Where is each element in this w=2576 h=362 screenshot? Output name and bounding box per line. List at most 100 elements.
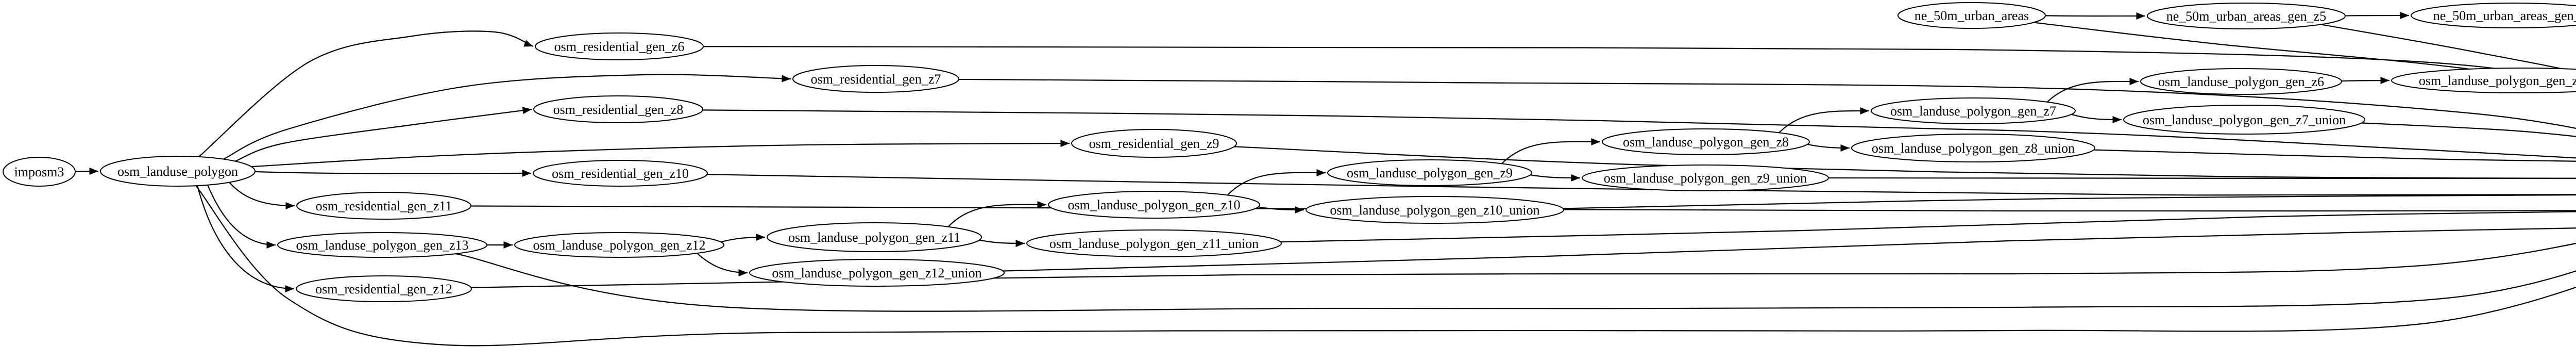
node-ellipse-osm_landuse_polygon_gen_z9: [1327, 159, 1532, 186]
edge-osm_landuse_polygon_gen_z6-to-osm_landuse_polygon_gen_z6_union: [2341, 77, 2390, 85]
edge-osm_landuse_polygon-to-osm_residential_gen_z11: [229, 182, 295, 209]
edge-osm_residential_gen_z7-to-layer-landuse-z7: [958, 78, 2576, 129]
node-label-osm_residential_gen_z12: osm_residential_gen_z12: [315, 282, 452, 297]
node-osm_residential_gen_z9: osm_residential_gen_z9: [1071, 129, 1237, 158]
edge-osm_landuse_polygon_gen_z12-to-osm_landuse_polygon_gen_z12_union: [697, 253, 748, 276]
node-label-ne_50m_urban_areas: ne_50m_urban_areas: [1914, 8, 2029, 23]
edge-osm_landuse_polygon-to-osm_residential_gen_z7: [223, 74, 791, 160]
edge-osm_landuse_polygon-to-osm_residential_gen_z10: [255, 170, 532, 177]
node-osm_landuse_polygon_gen_z10_union: osm_landuse_polygon_gen_z10_union: [1306, 196, 1564, 224]
node-ellipse-ne_50m_urban_areas: [1897, 2, 2046, 29]
node-osm_landuse_polygon_gen_z6_union: osm_landuse_polygon_gen_z6_union: [2391, 68, 2576, 93]
node-layer: imposm3 osm_landuse_polygon osm_residentia…: [3, 2, 2576, 302]
edge-osm_landuse_polygon-to-osm_landuse_polygon_gen_z13: [207, 185, 276, 249]
node-ellipse-osm_landuse_polygon_gen_z13: [277, 232, 487, 258]
node-osm_landuse_polygon_gen_z12_union: osm_landuse_polygon_gen_z12_union: [749, 259, 1005, 287]
node-label-osm_residential_gen_z7: osm_residential_gen_z7: [811, 72, 941, 87]
edge-osm_landuse_polygon_gen_z13-to-layer-landuse-z13: [455, 253, 2576, 312]
node-label-osm_landuse_polygon_gen_z11_union: osm_landuse_polygon_gen_z11_union: [1049, 236, 1259, 251]
node-label-osm_residential_gen_z8: osm_residential_gen_z8: [553, 102, 684, 117]
edge-osm_landuse_polygon-to-osm_residential_gen_z8: [235, 107, 532, 162]
node-label-osm_landuse_polygon_gen_z10_union: osm_landuse_polygon_gen_z10_union: [1330, 203, 1539, 218]
node-ellipse-osm_landuse_polygon_gen_z10_union: [1306, 196, 1564, 224]
node-ellipse-ne_50m_urban_areas_gen_z4: [2411, 3, 2576, 28]
node-ellipse-osm_landuse_polygon: [100, 156, 256, 187]
node-label-osm_landuse_polygon_gen_z6: osm_landuse_polygon_gen_z6: [2158, 74, 2324, 89]
node-osm_landuse_polygon_gen_z7_union: osm_landuse_polygon_gen_z7_union: [2123, 105, 2365, 135]
node-label-osm_landuse_polygon_gen_z9_union: osm_landuse_polygon_gen_z9_union: [1604, 171, 1807, 186]
node-ellipse-osm_residential_gen_z7: [792, 65, 959, 93]
node-osm_landuse_polygon_gen_z10: osm_landuse_polygon_gen_z10: [1048, 191, 1260, 219]
edge-osm_landuse_polygon_gen_z10_union-to-layer-landuse-z10: [1563, 194, 2576, 209]
edge-osm_landuse_polygon_gen_z7-to-osm_landuse_polygon_gen_z6: [2046, 77, 2139, 103]
edge-ne_50m_urban_areas-to-ne_50m_urban_areas_gen_z5: [2045, 12, 2146, 20]
node-ellipse-osm_landuse_polygon_gen_z12_union: [749, 259, 1005, 287]
node-ellipse-osm_landuse_polygon_gen_z11_union: [1026, 229, 1282, 257]
node-label-osm_residential_gen_z11: osm_residential_gen_z11: [316, 199, 452, 213]
edge-imposm3-to-osm_landuse_polygon: [75, 168, 99, 175]
edge-osm_landuse_polygon_gen_z10-to-osm_landuse_polygon_gen_z9: [1227, 169, 1326, 196]
edge-osm_landuse_polygon_gen_z9-to-osm_landuse_polygon_gen_z9_union: [1530, 174, 1581, 182]
node-ellipse-osm_residential_gen_z10: [533, 160, 708, 187]
node-osm_landuse_polygon_gen_z11: osm_landuse_polygon_gen_z11: [767, 222, 982, 252]
node-label-osm_landuse_polygon_gen_z7: osm_landuse_polygon_gen_z7: [1890, 104, 2056, 119]
node-label-imposm3: imposm3: [14, 164, 64, 179]
edge-osm_landuse_polygon_gen_z12_union-to-layer-landuse-z12: [1003, 227, 2576, 272]
edge-ne_50m_urban_areas-to-layer-landuse-z6: [2033, 22, 2576, 90]
edge-osm_landuse_polygon_gen_z11_union-to-layer-landuse-z11: [1280, 211, 2576, 243]
node-ellipse-osm_residential_gen_z8: [533, 95, 703, 123]
node-ellipse-osm_landuse_polygon_gen_z11: [767, 222, 982, 252]
node-osm_landuse_polygon_gen_z9: osm_landuse_polygon_gen_z9: [1327, 159, 1532, 186]
edge-osm_residential_gen_z11-to-layer-landuse-z11: [470, 205, 2576, 212]
node-ellipse-osm_landuse_polygon_gen_z10: [1048, 191, 1260, 219]
node-label-osm_residential_gen_z9: osm_residential_gen_z9: [1089, 136, 1219, 151]
edge-osm_landuse_polygon_gen_z8-to-osm_landuse_polygon_gen_z8_union: [1807, 143, 1850, 152]
edge-osm_landuse_polygon-to-osm_residential_gen_z12: [197, 185, 295, 292]
node-osm_residential_gen_z7: osm_residential_gen_z7: [792, 65, 959, 93]
node-ne_50m_urban_areas_gen_z5: ne_50m_urban_areas_gen_z5: [2147, 3, 2346, 29]
node-ellipse-osm_landuse_polygon_gen_z9_union: [1582, 164, 1829, 191]
edge-osm_landuse_polygon_gen_z9-to-osm_landuse_polygon_gen_z8: [1501, 138, 1601, 164]
node-osm_residential_gen_z10: osm_residential_gen_z10: [533, 160, 708, 187]
edge-osm_landuse_polygon_gen_z12-to-osm_landuse_polygon_gen_z11: [720, 234, 766, 243]
edge-osm_landuse_polygon_gen_z7-to-osm_landuse_polygon_gen_z7_union: [2071, 113, 2122, 123]
node-osm_residential_gen_z12: osm_residential_gen_z12: [296, 275, 472, 302]
node-label-osm_landuse_polygon_gen_z11: osm_landuse_polygon_gen_z11: [788, 230, 960, 245]
node-ne_50m_urban_areas_gen_z4: ne_50m_urban_areas_gen_z4: [2411, 3, 2576, 28]
node-ellipse-osm_residential_gen_z12: [296, 275, 472, 302]
node-label-osm_landuse_polygon_gen_z8_union: osm_landuse_polygon_gen_z8_union: [1872, 141, 2075, 156]
node-label-osm_landuse_polygon_gen_z7_union: osm_landuse_polygon_gen_z7_union: [2143, 112, 2346, 127]
node-label-osm_landuse_polygon_gen_z13: osm_landuse_polygon_gen_z13: [296, 238, 468, 253]
node-osm_residential_gen_z11: osm_residential_gen_z11: [296, 192, 471, 220]
node-osm_residential_gen_z6: osm_residential_gen_z6: [535, 32, 704, 60]
node-label-osm_landuse_polygon_gen_z9: osm_landuse_polygon_gen_z9: [1347, 166, 1513, 180]
node-label-osm_landuse_polygon_gen_z6_union: osm_landuse_polygon_gen_z6_union: [2419, 73, 2576, 88]
node-label-osm_residential_gen_z10: osm_residential_gen_z10: [552, 166, 689, 181]
node-osm_landuse_polygon_gen_z12: osm_landuse_polygon_gen_z12: [514, 232, 724, 258]
edge-osm_landuse_polygon_gen_z11-to-osm_landuse_polygon_gen_z11_union: [979, 239, 1025, 247]
node-osm_landuse_polygon_gen_z11_union: osm_landuse_polygon_gen_z11_union: [1026, 229, 1282, 257]
edge-osm_landuse_polygon_gen_z11-to-osm_landuse_polygon_gen_z10: [947, 201, 1047, 227]
edge-osm_landuse_polygon_gen_z10-to-osm_landuse_polygon_gen_z10_union: [1258, 206, 1304, 213]
node-label-osm_landuse_polygon_gen_z10: osm_landuse_polygon_gen_z10: [1067, 198, 1240, 212]
node-ellipse-osm_landuse_polygon_gen_z7_union: [2123, 105, 2365, 135]
node-ellipse-osm_residential_gen_z6: [535, 32, 704, 60]
node-label-osm_landuse_polygon: osm_landuse_polygon: [117, 164, 238, 179]
node-osm_landuse_polygon_gen_z8_union: osm_landuse_polygon_gen_z8_union: [1851, 134, 2095, 162]
node-ellipse-osm_landuse_polygon_gen_z12: [514, 232, 724, 258]
node-ellipse-osm_landuse_polygon_gen_z6: [2140, 68, 2342, 95]
node-label-osm_landuse_polygon_gen_z12: osm_landuse_polygon_gen_z12: [533, 238, 705, 253]
node-label-osm_landuse_polygon_gen_z12_union: osm_landuse_polygon_gen_z12_union: [772, 266, 981, 281]
node-osm_landuse_polygon_gen_z9_union: osm_landuse_polygon_gen_z9_union: [1582, 164, 1829, 191]
edge-osm_landuse_polygon-to-osm_residential_gen_z6: [198, 30, 534, 157]
node-ellipse-ne_50m_urban_areas_gen_z5: [2147, 3, 2346, 29]
node-osm_landuse_polygon_gen_z8: osm_landuse_polygon_gen_z8: [1602, 128, 1810, 155]
node-ellipse-osm_landuse_polygon_gen_z7: [1871, 97, 2076, 124]
node-ellipse-imposm3: [3, 157, 76, 187]
node-ellipse-osm_landuse_polygon_gen_z6_union: [2391, 68, 2576, 93]
edge-osm_landuse_polygon-to-osm_residential_gen_z9: [251, 140, 1070, 168]
edge-osm_landuse_polygon_gen_z7_union-to-layer-landuse-z7: [2361, 122, 2576, 137]
edge-osm_landuse_polygon-to-layer-landuse-z14+: [195, 185, 2576, 347]
node-ellipse-osm_residential_gen_z9: [1071, 129, 1237, 158]
